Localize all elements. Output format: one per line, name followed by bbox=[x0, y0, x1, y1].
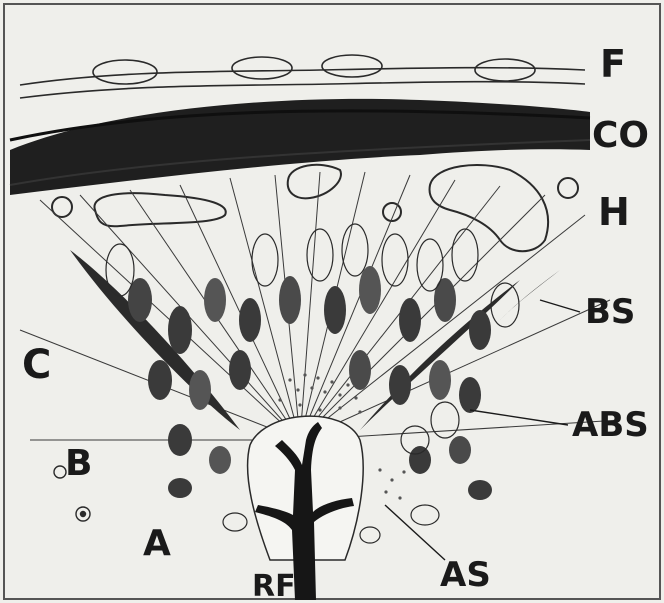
label-h: H bbox=[598, 193, 630, 231]
label-as: AS bbox=[440, 558, 491, 592]
label-co: CO bbox=[592, 118, 649, 154]
label-a: A bbox=[143, 526, 171, 562]
label-abs: ABS bbox=[572, 408, 649, 442]
label-f: F bbox=[600, 45, 626, 83]
label-rf: RF bbox=[252, 572, 296, 602]
label-c: C bbox=[22, 345, 51, 385]
label-b: B bbox=[65, 446, 92, 482]
label-bs: BS bbox=[585, 295, 635, 329]
